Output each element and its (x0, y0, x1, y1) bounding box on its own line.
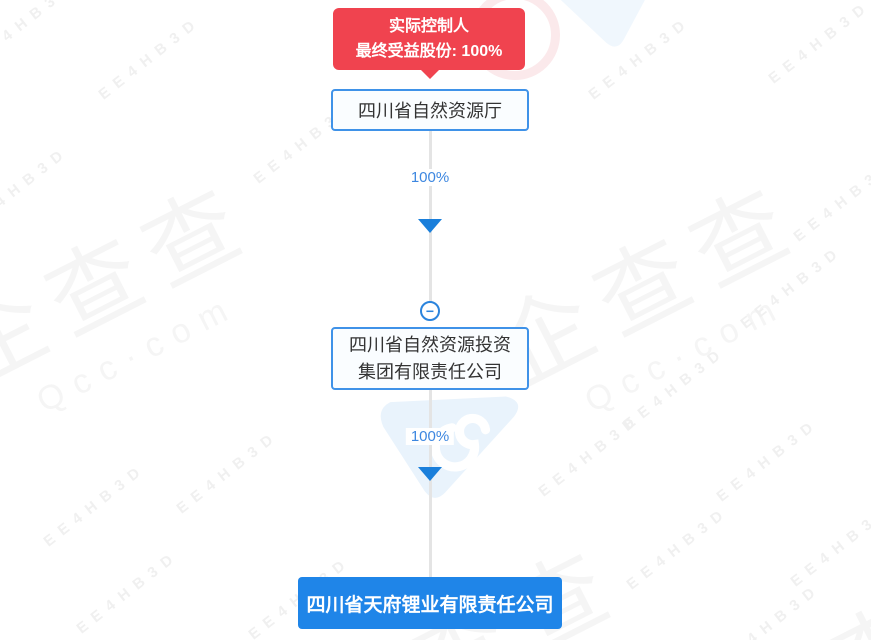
watermark-brand: 企查查 Qcc·com (0, 165, 291, 445)
watermark-brand: 企查查 Qcc·com (482, 165, 839, 445)
watermark-code: EE4HB3D (0, 0, 80, 68)
node-label: 四川省自然资源厅 (358, 101, 502, 121)
badge-share: 最终受益股份: 100% (355, 43, 503, 60)
collapse-minus-button[interactable]: − (420, 301, 440, 321)
watermark-brand: 企查查 Qcc·com (623, 580, 871, 640)
watermark-code: EE4HB3D (765, 0, 871, 88)
watermark-code: EE4HB3D (790, 154, 871, 246)
arrow-down-icon (418, 467, 442, 481)
watermark-brand-cjk: 企查查 (482, 165, 818, 404)
watermark-brand-domain: Qcc·com (30, 286, 245, 421)
badge-title: 实际控制人 (388, 18, 469, 35)
arrow-down-icon (418, 219, 442, 233)
watermark-code: EE4HB3D (620, 342, 730, 434)
watermark-code: EE4HB3D (535, 409, 645, 501)
actual-controller-badge: 实际控制人 最终受益股份: 100% (333, 8, 525, 70)
watermark-code: EE4HB3D (0, 142, 73, 234)
qcc-logo-watermark (380, 396, 519, 498)
ownership-percent-label: 100% (405, 169, 455, 186)
node-sichuan-tianfu-lithium[interactable]: 四川省天府锂业有限责任公司 (298, 577, 562, 629)
watermark-code: EE4HB3D (73, 546, 183, 638)
badge-pointer-icon (421, 70, 439, 79)
watermark-brand-domain: Qcc·com (578, 286, 793, 421)
watermark-code: EE4HB3D (787, 499, 871, 591)
node-label: 四川省天府锂业有限责任公司 (306, 594, 554, 616)
node-label-line2: 集团有限责任公司 (358, 361, 502, 382)
node-sichuan-natural-resources-investment-group[interactable]: 四川省自然资源投资 集团有限责任公司 (331, 327, 529, 390)
edge-line (429, 131, 432, 303)
watermark-code: EE4HB3D (173, 426, 283, 518)
watermark-brand-cjk: 企查查 (623, 580, 871, 640)
watermark-code: EE4HB3D (713, 414, 823, 506)
qcc-logo-watermark (555, 0, 666, 47)
edge-line (429, 390, 432, 577)
watermark-code: EE4HB3D (95, 12, 205, 104)
watermark-code: EE4HB3D (623, 502, 733, 594)
node-label-line1: 四川省自然资源投资 (349, 334, 511, 355)
minus-icon: − (425, 303, 435, 319)
watermark-code: EE4HB3D (737, 241, 847, 333)
watermark-brand-cjk: 企查查 (0, 165, 270, 404)
node-sichuan-natural-resources-dept[interactable]: 四川省自然资源厅 (331, 89, 529, 131)
watermark-code: EE4HB3D (585, 12, 695, 104)
watermark-code: EE4HB3D (715, 579, 825, 640)
watermark-code: EE4HB3D (40, 459, 150, 551)
ownership-percent-label: 100% (405, 428, 455, 445)
